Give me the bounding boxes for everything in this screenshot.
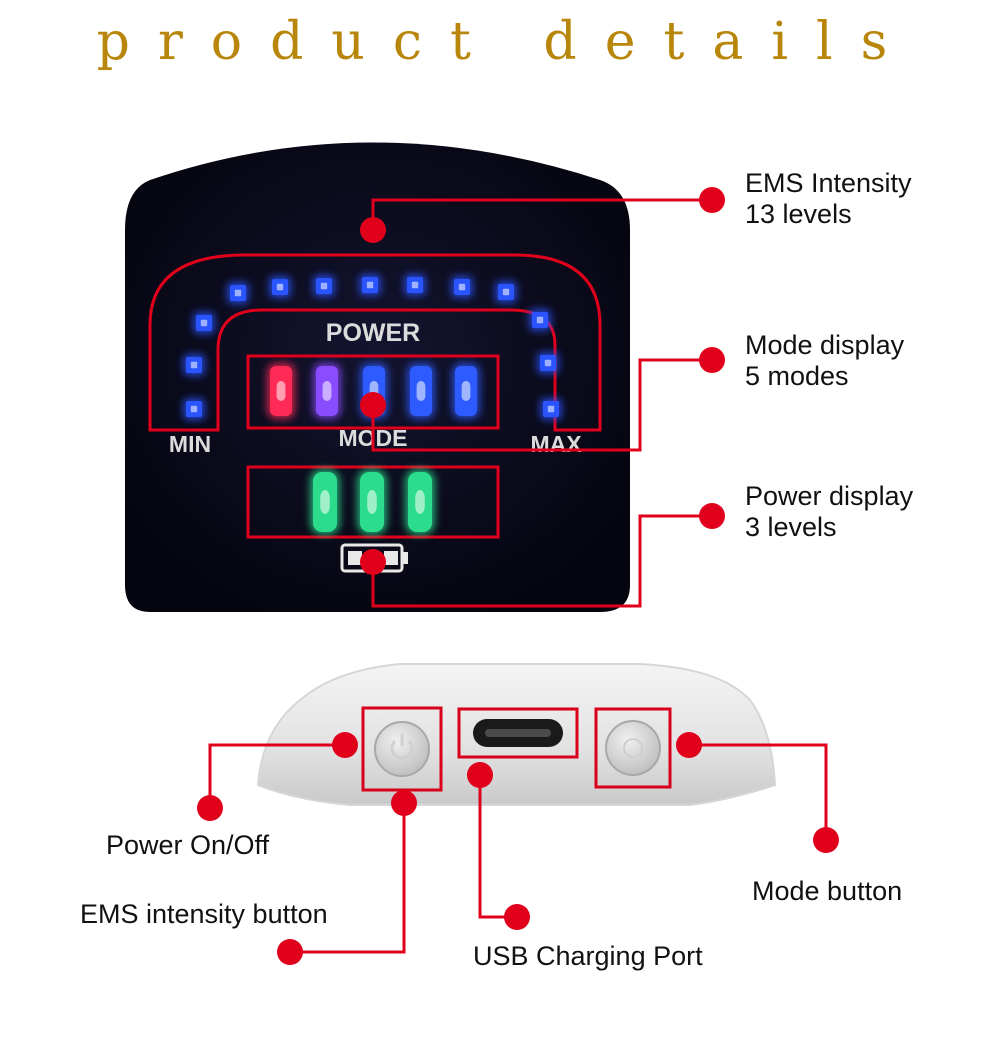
mode-display-dot xyxy=(360,392,386,418)
intensity-led xyxy=(540,398,562,420)
panel-max-label: MAX xyxy=(530,431,582,457)
callout-ems-intensity-title: EMS Intensity xyxy=(745,168,912,199)
intensity-led xyxy=(359,274,381,296)
panel-min-label: MIN xyxy=(169,431,211,457)
intensity-led xyxy=(451,276,473,298)
usb-port-dot-a xyxy=(467,762,493,788)
callout-power-display-title: Power display xyxy=(745,481,913,512)
power-onoff-dot-b xyxy=(197,795,223,821)
power-led xyxy=(405,469,435,535)
intensity-led xyxy=(313,275,335,297)
intensity-led xyxy=(183,354,205,376)
mode-led xyxy=(267,363,295,419)
power-led xyxy=(357,469,387,535)
mode-led xyxy=(452,363,480,419)
intensity-led xyxy=(227,282,249,304)
callout-mode-button: Mode button xyxy=(752,876,902,907)
callout-ems-button: EMS intensity button xyxy=(80,899,328,930)
mode-led xyxy=(407,363,435,419)
callout-usb-port: USB Charging Port xyxy=(473,941,703,972)
callout-power-display: Power display 3 levels xyxy=(745,481,913,543)
mode-button-dot-a xyxy=(676,732,702,758)
intensity-led xyxy=(537,352,559,374)
intensity-led xyxy=(193,312,215,334)
callout-ems-intensity: EMS Intensity 13 levels xyxy=(745,168,912,230)
callout-mode-display-count: 5 modes xyxy=(745,361,904,392)
callout-mode-display: Mode display 5 modes xyxy=(745,330,904,392)
usb-port-dot-b xyxy=(504,904,530,930)
ems-button-dot-b xyxy=(277,939,303,965)
mode-button-dot-b xyxy=(813,827,839,853)
callout-ems-intensity-levels: 13 levels xyxy=(745,199,912,230)
power-display-dot xyxy=(360,549,386,575)
ems-button-dot-a xyxy=(391,790,417,816)
intensity-led xyxy=(495,281,517,303)
callout-power-display-levels: 3 levels xyxy=(745,512,913,543)
callout-power-onoff: Power On/Off xyxy=(106,830,269,861)
callout-mode-display-title: Mode display xyxy=(745,330,904,361)
mode-led xyxy=(313,363,341,419)
intensity-led xyxy=(529,309,551,331)
power-leds xyxy=(310,469,435,535)
panel-power-label: POWER xyxy=(326,319,420,347)
power-onoff-dot-a xyxy=(332,732,358,758)
intensity-led xyxy=(269,276,291,298)
intensity-led xyxy=(183,398,205,420)
intensity-led xyxy=(404,274,426,296)
power-led xyxy=(310,469,340,535)
ems-intensity-dot xyxy=(360,217,386,243)
